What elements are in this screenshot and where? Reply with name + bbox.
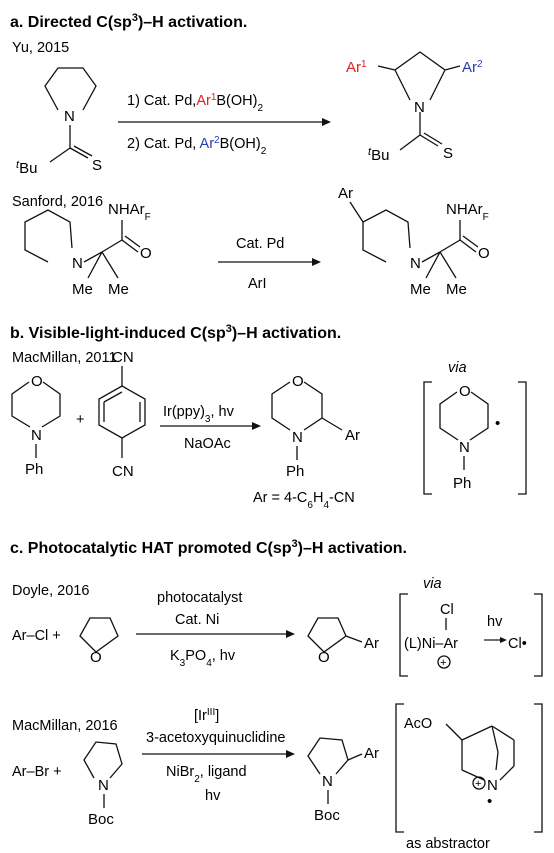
b-product-n: N	[292, 429, 303, 446]
doyle-cl-radical: Cl•	[508, 636, 527, 652]
doyle-via: via	[423, 576, 442, 592]
doyle-citation: Doyle, 2016	[12, 583, 89, 599]
yu-step1: 1) Cat. Pd,Ar1B(OH)2	[127, 92, 263, 114]
sanford-reactant-o: O	[140, 245, 152, 262]
doyle-reactant-o: O	[90, 649, 102, 666]
yu-product-s: S	[443, 145, 453, 162]
doyle-condition-top1: photocatalyst	[157, 590, 242, 606]
b-product-ph: Ph	[286, 463, 304, 480]
macmillan-2016-product-boc: Boc	[314, 807, 340, 824]
doyle-product-o: O	[318, 649, 330, 666]
yu-citation: Yu, 2015	[12, 40, 69, 56]
macmillan-2016-reactant-boc: Boc	[88, 811, 114, 828]
yu-step2: 2) Cat. Pd, Ar2B(OH)2	[127, 135, 267, 157]
b-radical-dot: •	[495, 415, 500, 432]
sanford-reactant-nhar: NHArF	[108, 201, 151, 223]
sanford-product-o: O	[478, 245, 490, 262]
b-via: via	[448, 360, 467, 376]
doyle-condition-top2: Cat. Ni	[175, 612, 219, 628]
doyle-product-structure: O Ar	[307, 617, 379, 666]
abstractor-n: N	[487, 777, 498, 794]
section-c-title: c. Photocatalytic HAT promoted C(sp3)–H …	[10, 538, 407, 557]
macmillan-2016-product-structure: N Ar Boc	[307, 737, 379, 824]
doyle-ni-charge: +	[440, 657, 446, 669]
yu-reactant-n: N	[64, 108, 75, 125]
b-reactant-ph: Ph	[25, 461, 43, 478]
doyle-ni-complex: (L)Ni–Ar	[404, 636, 458, 652]
doyle-cl-top: Cl	[440, 602, 454, 618]
b-radical-intermediate: O N • Ph	[423, 381, 527, 495]
b-citation: MacMillan, 2011	[12, 350, 117, 366]
doyle-reactant: Ar–Cl +	[12, 628, 61, 644]
macmillan-2016-pyrrolidine-reactant: N Boc	[83, 741, 123, 828]
sanford-condition-top: Cat. Pd	[236, 236, 284, 252]
yu-product-ar2: Ar2	[462, 59, 483, 77]
macmillan-2016-reactant-n: N	[98, 777, 109, 794]
sanford-product-nhar: NHArF	[446, 201, 489, 223]
yu-reactant-s: S	[92, 157, 102, 174]
abstractor-aco: AcO	[404, 716, 432, 732]
b-reactant-n: N	[31, 427, 42, 444]
b-cn-top: CN	[112, 349, 134, 366]
macmillan-2016-condition-top2: 3-acetoxyquinuclidine	[146, 730, 285, 746]
abstractor-dot: •	[487, 793, 492, 810]
b-plus: +	[76, 412, 84, 428]
section-b-title: b. Visible-light-induced C(sp3)–H activa…	[10, 323, 341, 342]
doyle-hv: hv	[487, 614, 503, 630]
yu-product-ar1: Ar1	[346, 59, 367, 77]
sanford-product-n: N	[410, 255, 421, 272]
sanford-product-me2: Me	[446, 281, 467, 298]
b-cn-bottom: CN	[112, 463, 134, 480]
b-product-structure: O N Ar Ph	[271, 373, 360, 480]
sanford-citation: Sanford, 2016	[12, 194, 103, 210]
abstractor-note: as abstractor	[406, 836, 490, 852]
b-condition-top: Ir(ppy)3, hv	[163, 404, 235, 425]
macmillan-2016-condition-bottom1: NiBr2, ligand	[166, 764, 247, 785]
b-via-o: O	[459, 383, 471, 400]
doyle-condition-bottom: K3PO4, hv	[170, 648, 236, 669]
sanford-condition-bottom: ArI	[248, 276, 267, 292]
yu-reactant-tbu: tBu	[16, 159, 37, 177]
yu-product-tbu: tBu	[368, 146, 389, 164]
yu-reactant-structure: N tBu S	[16, 67, 102, 177]
b-ar-definition: Ar = 4-C6H4-CN	[253, 490, 355, 511]
macmillan-2016-product-n: N	[322, 773, 333, 790]
yu-product-n: N	[414, 99, 425, 116]
b-condition-bottom: NaOAc	[184, 436, 231, 452]
doyle-ni-intermediate: Cl (L)Ni–Ar + hv Cl•	[399, 593, 543, 677]
b-dicyanobenzene: CN CN	[98, 349, 146, 480]
sanford-reactant-structure: N NHArF O Me Me	[24, 201, 152, 298]
abstractor-plus: +	[475, 778, 481, 790]
yu-product-structure: Ar1 Ar2 N tBu S	[346, 51, 483, 164]
macmillan-2016-condition-top1: [IrIII]	[194, 707, 219, 725]
macmillan-2016-product-ar: Ar	[364, 745, 379, 762]
doyle-thf-reactant: O	[79, 617, 119, 666]
b-reactant-o: O	[31, 373, 43, 390]
b-via-n: N	[459, 439, 470, 456]
sanford-reactant-me2: Me	[108, 281, 129, 298]
sanford-reactant-n: N	[72, 255, 83, 272]
macmillan-2016-abstractor: AcO + N • as abstractor	[395, 703, 543, 852]
b-product-ar: Ar	[345, 427, 360, 444]
sanford-reactant-me1: Me	[72, 281, 93, 298]
b-morpholine-reactant: O N Ph	[11, 373, 61, 478]
macmillan-2016-citation: MacMillan, 2016	[12, 718, 118, 734]
sanford-product-structure: Ar N NHArF O Me Me	[338, 185, 490, 298]
section-a-title: a. Directed C(sp3)–H activation.	[10, 12, 247, 31]
doyle-product-ar: Ar	[364, 635, 379, 652]
b-via-ph: Ph	[453, 475, 471, 492]
sanford-product-ar: Ar	[338, 185, 353, 202]
macmillan-2016-condition-bottom2: hv	[205, 788, 221, 804]
b-product-o: O	[292, 373, 304, 390]
macmillan-2016-reactant: Ar–Br +	[12, 764, 62, 780]
sanford-product-me1: Me	[410, 281, 431, 298]
